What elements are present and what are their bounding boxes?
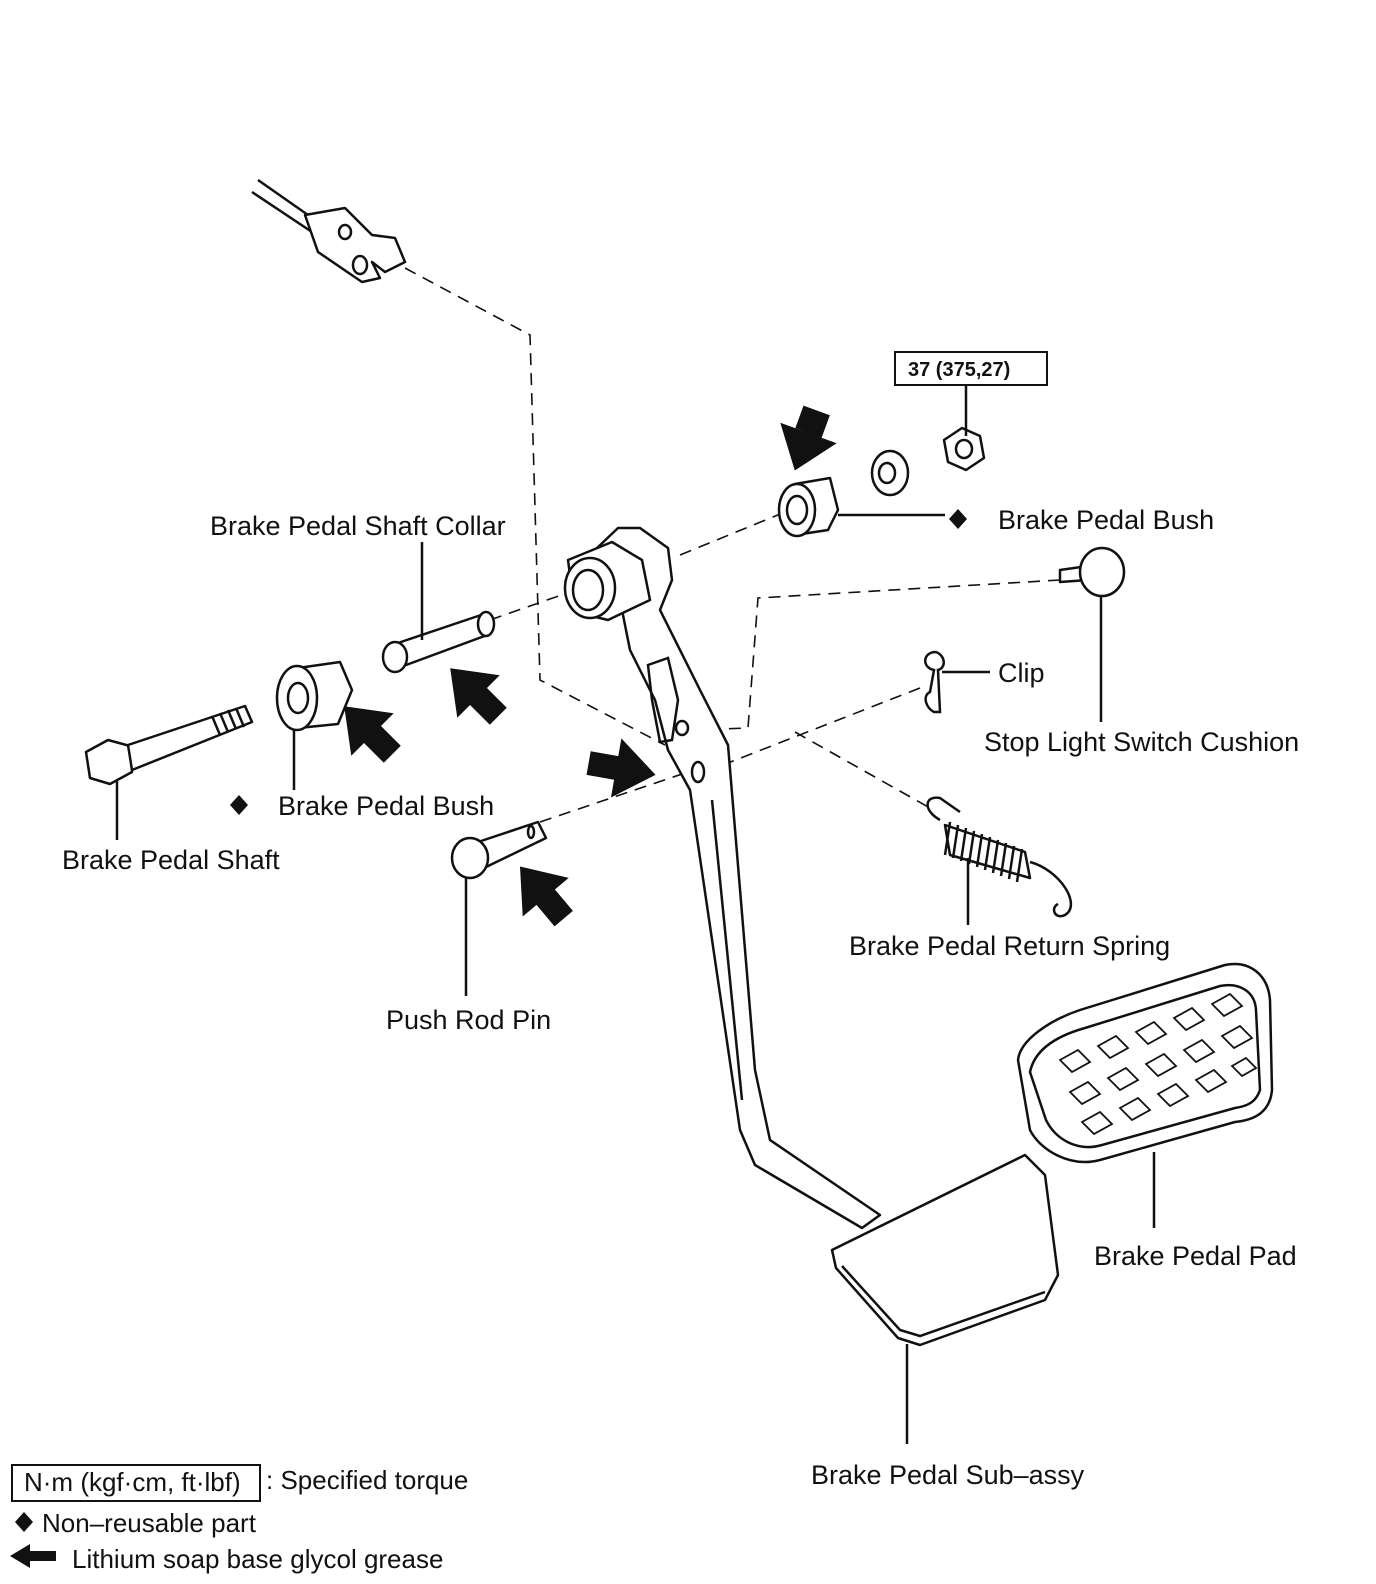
grease-arrow-bush-right (780, 405, 837, 471)
brake-pedal-bush-right (777, 476, 840, 538)
brake-pedal-shaft-collar (381, 610, 496, 674)
grease-arrow-push-rod-pin (520, 866, 573, 927)
brake-pedal-return-spring-part (926, 796, 1073, 918)
label-shaft-collar: Brake Pedal Shaft Collar (210, 511, 506, 541)
diamond-icon (15, 1512, 33, 1532)
part-labels: Brake Pedal Shaft Collar Brake Pedal Bus… (62, 505, 1299, 1490)
grease-arrow-pedal-hole (586, 738, 656, 798)
label-clip: Clip (998, 658, 1045, 688)
grease-arrow-collar (450, 668, 507, 725)
leader-lines (115, 386, 1156, 1444)
diamond-icon (230, 795, 248, 815)
push-rod-pin-part (450, 820, 548, 880)
label-pedal-pad: Brake Pedal Pad (1094, 1241, 1297, 1271)
legend-grease: Lithium soap base glycol grease (72, 1544, 443, 1574)
diamond-icon (949, 509, 967, 529)
brake-pedal-pad-part (1016, 962, 1274, 1164)
label-bush-right: Brake Pedal Bush (998, 505, 1214, 535)
legend-non-reusable: Non–reusable part (42, 1508, 257, 1538)
brake-pedal-arm (563, 526, 1060, 1347)
label-bush-left: Brake Pedal Bush (278, 791, 494, 821)
clip-part (924, 650, 945, 714)
arrow-left-icon (10, 1544, 56, 1568)
label-pedal-sub-assy: Brake Pedal Sub–assy (811, 1460, 1085, 1490)
push-rod-clevis (251, 178, 407, 284)
label-push-rod-pin: Push Rod Pin (386, 1005, 551, 1035)
washer (870, 449, 910, 497)
legend-torque-units: N·m (kgf·cm, ft·lbf) (24, 1467, 241, 1497)
label-return-spring: Brake Pedal Return Spring (849, 931, 1170, 961)
torque-spec: 37 (375,27) (894, 351, 1048, 386)
label-stop-light-cushion: Stop Light Switch Cushion (984, 727, 1299, 757)
brake-pedal-shaft (84, 704, 254, 786)
legend-torque-box (11, 1464, 261, 1502)
torque-spec-value: 37 (375,27) (908, 359, 1010, 381)
nut (942, 426, 986, 472)
label-shaft: Brake Pedal Shaft (62, 845, 280, 875)
torque-spec-box (894, 351, 1048, 386)
legend-torque-text: : Specified torque (266, 1465, 468, 1495)
brake-pedal-bush-left (275, 660, 354, 732)
legend: N·m (kgf·cm, ft·lbf) : Specified torque … (10, 1464, 468, 1574)
stop-light-switch-cushion (1058, 546, 1126, 598)
